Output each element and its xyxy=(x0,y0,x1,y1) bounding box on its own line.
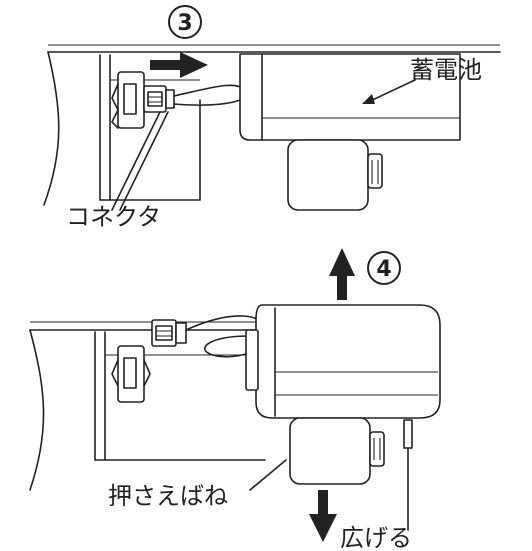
arrow-down-icon xyxy=(309,490,337,542)
spread-label: 広げる xyxy=(340,524,412,551)
step4-number: 4 xyxy=(376,257,391,282)
battery-label: 蓄電池 xyxy=(410,56,482,84)
connector-leader xyxy=(119,111,169,211)
battery-lifted xyxy=(245,304,441,531)
connector xyxy=(143,85,175,113)
step3-number: 3 xyxy=(177,11,192,36)
housing-edge-lower xyxy=(29,329,45,491)
connector-wire xyxy=(173,84,248,106)
housing-connector-lower xyxy=(111,345,151,403)
step4-panel: 4 押さえばね 広げる xyxy=(29,248,441,551)
connector-label: コネクタ xyxy=(66,203,161,231)
spring-pointer xyxy=(249,459,287,491)
arrow-right-icon xyxy=(150,52,208,78)
spring-label: 押さえばね xyxy=(108,482,228,510)
step3-panel: 3 蓄電池 コネクタ xyxy=(43,5,501,231)
step3-badge: 3 xyxy=(168,5,202,39)
connector-lower xyxy=(151,319,187,347)
battery xyxy=(239,53,461,211)
housing-edge xyxy=(43,51,60,206)
arrow-up-icon xyxy=(329,248,355,300)
step4-badge: 4 xyxy=(367,251,401,285)
battery-leader xyxy=(367,79,416,103)
